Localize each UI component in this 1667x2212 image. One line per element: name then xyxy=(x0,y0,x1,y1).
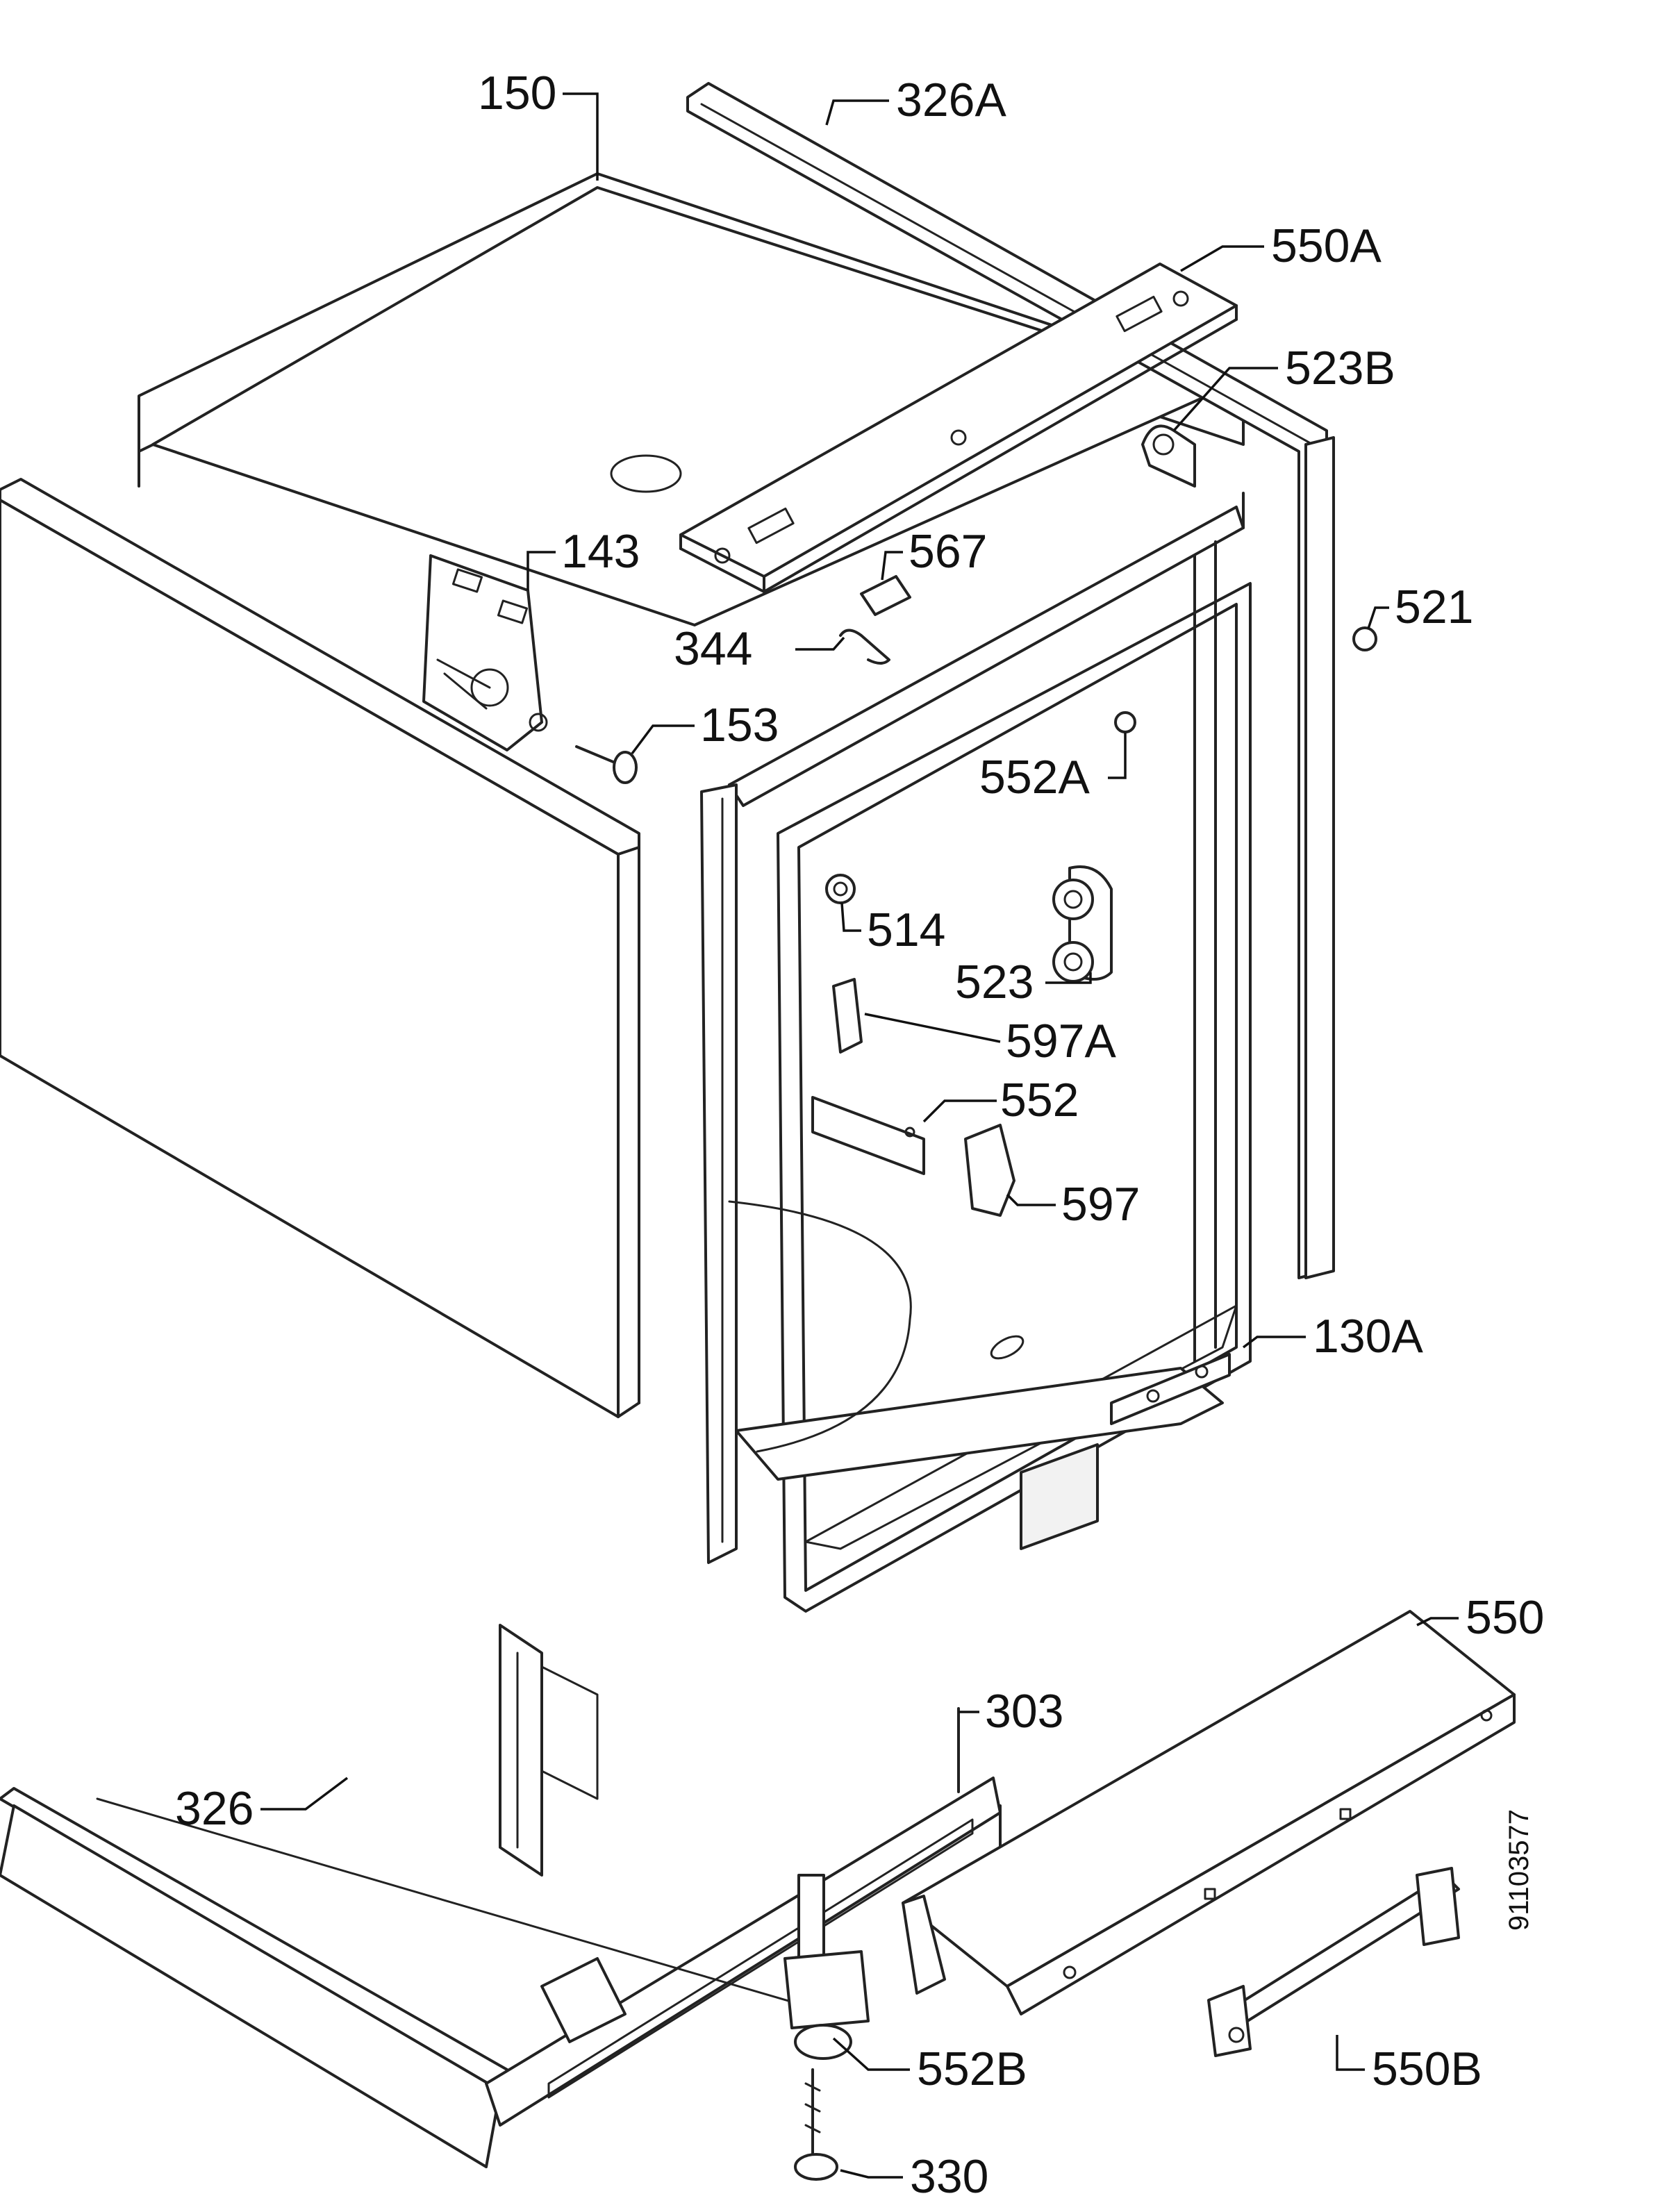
label-326: 326 xyxy=(175,1782,254,1835)
label-150: 150 xyxy=(478,67,556,119)
base-frame-303 xyxy=(0,1707,1002,2168)
label-153: 153 xyxy=(700,699,779,751)
plug-514 xyxy=(825,874,856,904)
label-567: 567 xyxy=(909,525,987,578)
part-labels: 150 326A 550A 523B 143 567 521 344 153 5… xyxy=(175,67,1544,2203)
screw-153 xyxy=(575,745,638,784)
clip-597 xyxy=(964,1124,1015,1217)
label-552a: 552A xyxy=(979,751,1090,804)
bracket-550b xyxy=(1207,1867,1460,2057)
spring-344 xyxy=(839,629,890,665)
rail-552 xyxy=(811,1096,925,1175)
label-330: 330 xyxy=(910,2150,988,2203)
label-552b: 552B xyxy=(917,2043,1027,2095)
screw-552a xyxy=(1114,711,1136,733)
label-550a: 550A xyxy=(1271,219,1382,272)
label-552: 552 xyxy=(1000,1074,1079,1126)
clip-597a xyxy=(832,978,863,1054)
label-550b: 550B xyxy=(1372,2043,1482,2095)
label-326a: 326A xyxy=(896,74,1006,126)
clip-567 xyxy=(860,575,911,616)
label-514: 514 xyxy=(867,904,945,956)
cabinet-top-150 xyxy=(138,172,1245,626)
roller-523 xyxy=(1052,865,1113,983)
side-bracket-143 xyxy=(422,554,548,751)
label-523b: 523B xyxy=(1285,342,1395,394)
label-550: 550 xyxy=(1466,1591,1544,1644)
label-597a: 597A xyxy=(1006,1015,1116,1067)
leveling-foot-552b xyxy=(783,1874,870,2060)
front-panel-550 xyxy=(902,1610,1516,2015)
label-523: 523 xyxy=(955,956,1034,1008)
label-521: 521 xyxy=(1395,581,1473,633)
label-597: 597 xyxy=(1061,1178,1140,1231)
label-143: 143 xyxy=(561,525,640,578)
label-130a: 130A xyxy=(1313,1310,1423,1363)
screw-330 xyxy=(794,2068,838,2181)
label-344: 344 xyxy=(674,622,752,675)
hinge-bracket-523b xyxy=(1141,424,1196,488)
side-panel-130a xyxy=(1304,436,1335,1279)
document-id: 91103577 xyxy=(1504,1809,1534,1931)
plug-521 xyxy=(1352,626,1377,651)
leader-lines xyxy=(260,92,1459,2179)
tub-frame xyxy=(700,492,1252,1613)
label-303: 303 xyxy=(985,1685,1063,1738)
mounting-rail-550a xyxy=(679,263,1238,593)
door-panel-326 xyxy=(0,478,640,1877)
